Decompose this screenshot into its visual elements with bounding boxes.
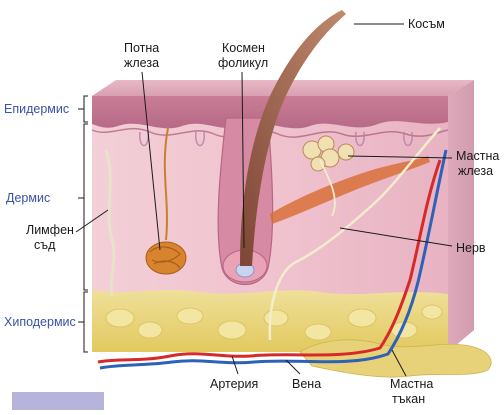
label-hair: Косъм [408, 17, 445, 31]
label-sebaceous-gland-line1: Мастна [456, 149, 499, 163]
label-hypodermis: Хиподермис [4, 315, 76, 329]
label-lymph-vessel-line2: съд [34, 238, 56, 252]
label-fat-tissue-line1: Мастна [390, 377, 433, 391]
label-lymph-vessel-line1: Лимфен [26, 223, 74, 237]
leader-artery [232, 356, 238, 374]
label-artery: Артерия [210, 377, 258, 391]
label-nerve: Нерв [456, 241, 486, 255]
skin-side-face [448, 80, 474, 352]
dermis-brace [78, 124, 88, 290]
epidermis-brace [78, 96, 88, 122]
label-sweat-gland-line2: жлеза [124, 56, 159, 70]
label-sebaceous-gland-line2: жлеза [458, 164, 493, 178]
label-epidermis: Епидермис [4, 102, 69, 116]
label-hair-follicle-line2: фоликул [218, 56, 268, 70]
label-sweat-gland-line1: Потна [124, 41, 159, 55]
label-vein: Вена [292, 377, 321, 391]
bottom-accent-bar [12, 392, 104, 410]
label-dermis: Дермис [6, 191, 50, 205]
label-hair-follicle-line1: Космен [222, 41, 265, 55]
label-fat-tissue-line2: тъкан [392, 392, 425, 406]
hypodermis-brace [78, 292, 88, 352]
